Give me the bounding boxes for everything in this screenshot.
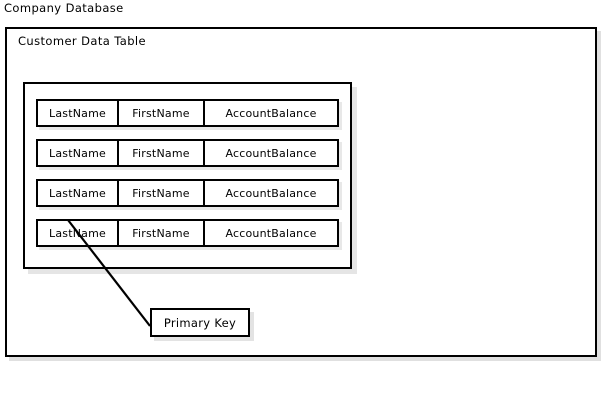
cell-firstname: FirstName	[119, 101, 205, 125]
primary-key-callout: Primary Key	[150, 308, 250, 337]
table-row: LastName FirstName AccountBalance	[36, 219, 339, 247]
cell-accountbalance: AccountBalance	[225, 226, 317, 240]
cell-accountbalance: AccountBalance	[225, 186, 317, 200]
table-row: LastName FirstName AccountBalance	[36, 139, 339, 167]
company-database-container: Customer Data Table LastName FirstName A…	[5, 27, 597, 357]
cell-lastname: LastName	[38, 141, 119, 165]
customer-data-table-box: LastName FirstName AccountBalance LastNa…	[23, 82, 352, 269]
cell-lastname: LastName	[38, 101, 119, 125]
cell-accountbalance: AccountBalance	[225, 146, 317, 160]
table-row: LastName FirstName AccountBalance	[36, 179, 339, 207]
customer-data-table-label: Customer Data Table	[18, 34, 146, 48]
cell-firstname: FirstName	[119, 221, 205, 245]
cell-firstname: FirstName	[119, 181, 205, 205]
diagram-title: Company Database	[4, 1, 124, 15]
cell-lastname: LastName	[38, 181, 119, 205]
cell-firstname: FirstName	[119, 141, 205, 165]
cell-lastname: LastName	[38, 221, 119, 245]
cell-accountbalance: AccountBalance	[225, 106, 317, 120]
table-row: LastName FirstName AccountBalance	[36, 99, 339, 127]
